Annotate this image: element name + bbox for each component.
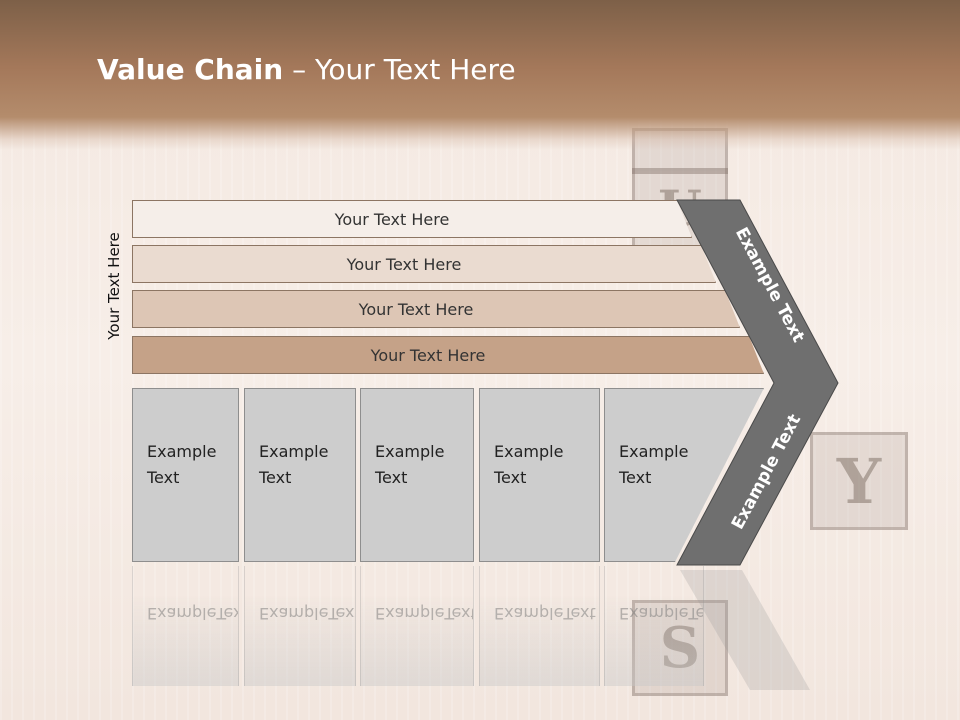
bar-3: Your Text Here	[132, 290, 740, 328]
bar-4: Your Text Here	[132, 336, 764, 374]
bar-2: Your Text Here	[132, 245, 716, 283]
header-band	[0, 0, 960, 150]
bar-1: Your Text Here	[132, 200, 692, 238]
slide-title: Value Chain – Your Text Here	[97, 53, 516, 86]
